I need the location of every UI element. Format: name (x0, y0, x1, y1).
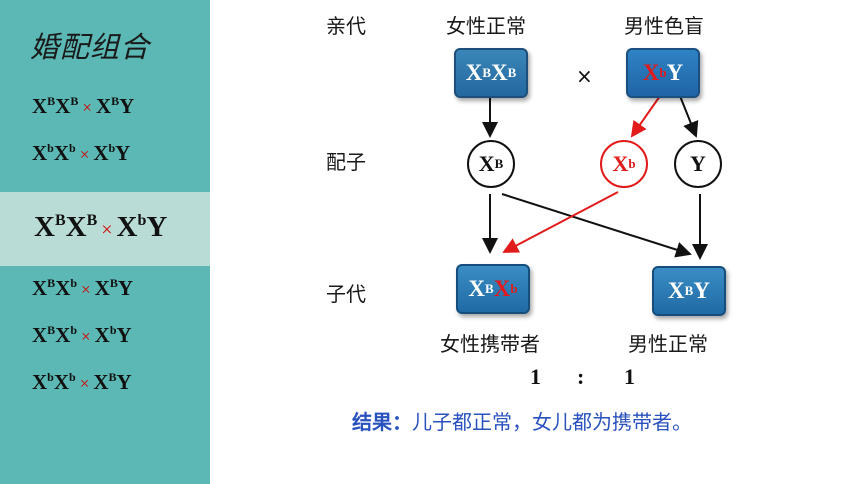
ratio-left: 1 (530, 364, 541, 389)
sidebar-title: 婚配组合 (30, 30, 151, 64)
result-key: 结果： (352, 410, 412, 434)
son-phenotype-label: 男性正常 (628, 332, 708, 356)
combo-item-3-selected[interactable]: XBXB×XbY (34, 211, 168, 243)
combo-item-1[interactable]: XBXB×XBY (32, 94, 135, 118)
arrow-father-to-y-gamete (679, 95, 699, 138)
mother-phenotype-label: 女性正常 (446, 14, 526, 38)
selected-combo-highlight (0, 192, 210, 266)
gamete-y-father: Y (674, 140, 722, 188)
arrow-father-to-xb-gamete (630, 95, 661, 138)
combo-item-6[interactable]: XbXb×XBY (32, 370, 132, 394)
row-label-offspring: 子代 (326, 282, 366, 306)
row-label-gamete: 配子 (326, 150, 366, 174)
father-phenotype-label: 男性色盲 (624, 14, 704, 38)
ratio-separator: : (577, 364, 585, 389)
arrow-xb-red-to-daughter (502, 191, 619, 253)
result-statement: 结果：儿子都正常，女儿都为携带者。 (352, 406, 692, 435)
cross-symbol: × (576, 64, 593, 88)
combo-item-5[interactable]: XBXb×XbY (32, 323, 132, 347)
row-label-parent: 亲代 (326, 14, 366, 38)
combo-item-2[interactable]: XbXb×XbY (32, 141, 131, 165)
arrow-xb-to-son (501, 193, 692, 258)
daughter-phenotype-label: 女性携带者 (440, 332, 540, 356)
result-text: 儿子都正常，女儿都为携带者。 (412, 410, 692, 434)
combo-item-4[interactable]: XBXb×XBY (32, 276, 133, 300)
ratio-right: 1 (624, 364, 635, 389)
